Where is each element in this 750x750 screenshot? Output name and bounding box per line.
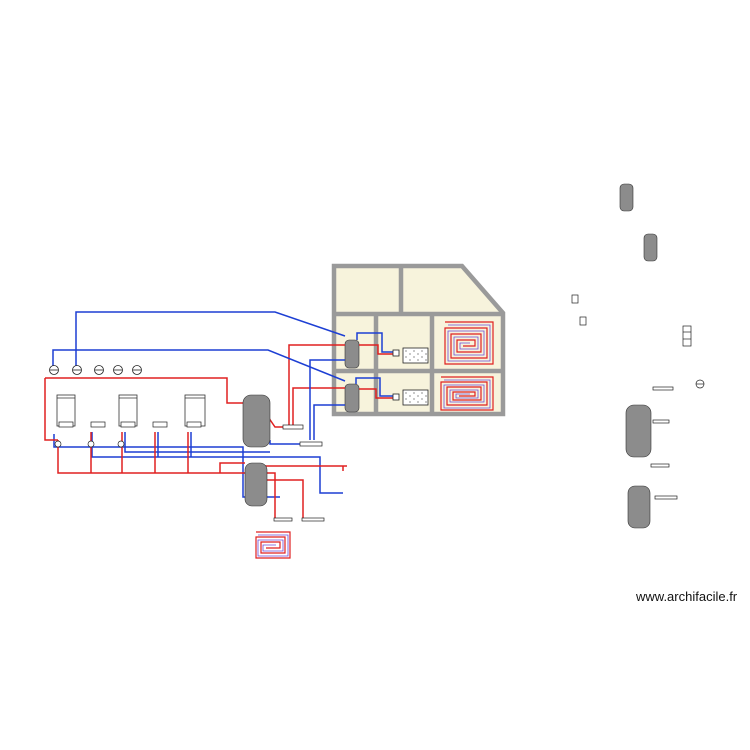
boilers xyxy=(56,394,206,427)
pump-symbols-row xyxy=(49,365,142,375)
radiator-floor0 xyxy=(402,389,429,406)
watermark-text: www.archifacile.fr xyxy=(636,589,738,604)
house-section xyxy=(288,263,506,440)
attic-room-right xyxy=(400,266,503,313)
boiler-1 xyxy=(56,394,76,427)
radiator-floor1 xyxy=(402,347,429,364)
floor-heating-floor0 xyxy=(440,376,494,411)
boiler-valves xyxy=(54,421,202,448)
boiler-room-diagram xyxy=(44,311,347,559)
house-internal-pipes xyxy=(288,332,393,440)
spare-heater-1 xyxy=(619,183,634,212)
boiler-3 xyxy=(184,394,206,427)
loose-components xyxy=(571,183,705,529)
buffer-tank-lower xyxy=(244,462,268,507)
attic-room-left xyxy=(334,266,400,313)
boiler-2 xyxy=(118,394,138,427)
spare-manifold-3 xyxy=(650,463,670,468)
spare-valve-group xyxy=(682,325,692,347)
spare-valve-2 xyxy=(579,316,587,326)
spare-manifold-2 xyxy=(652,419,670,424)
buffer-tank-upper xyxy=(242,394,271,448)
floor-heating-floor1 xyxy=(444,321,494,365)
spare-heater-2 xyxy=(643,233,658,262)
spare-tank-2 xyxy=(627,485,651,529)
floor-heating-symbol xyxy=(255,531,291,559)
spare-manifold-4 xyxy=(654,495,678,500)
spare-valve-1 xyxy=(571,294,579,304)
spare-tank-1 xyxy=(625,404,652,458)
water-heater-floor1 xyxy=(344,339,360,369)
water-heater-floor0 xyxy=(344,383,360,413)
spare-manifold-1 xyxy=(652,386,674,391)
manifolds xyxy=(273,424,325,522)
